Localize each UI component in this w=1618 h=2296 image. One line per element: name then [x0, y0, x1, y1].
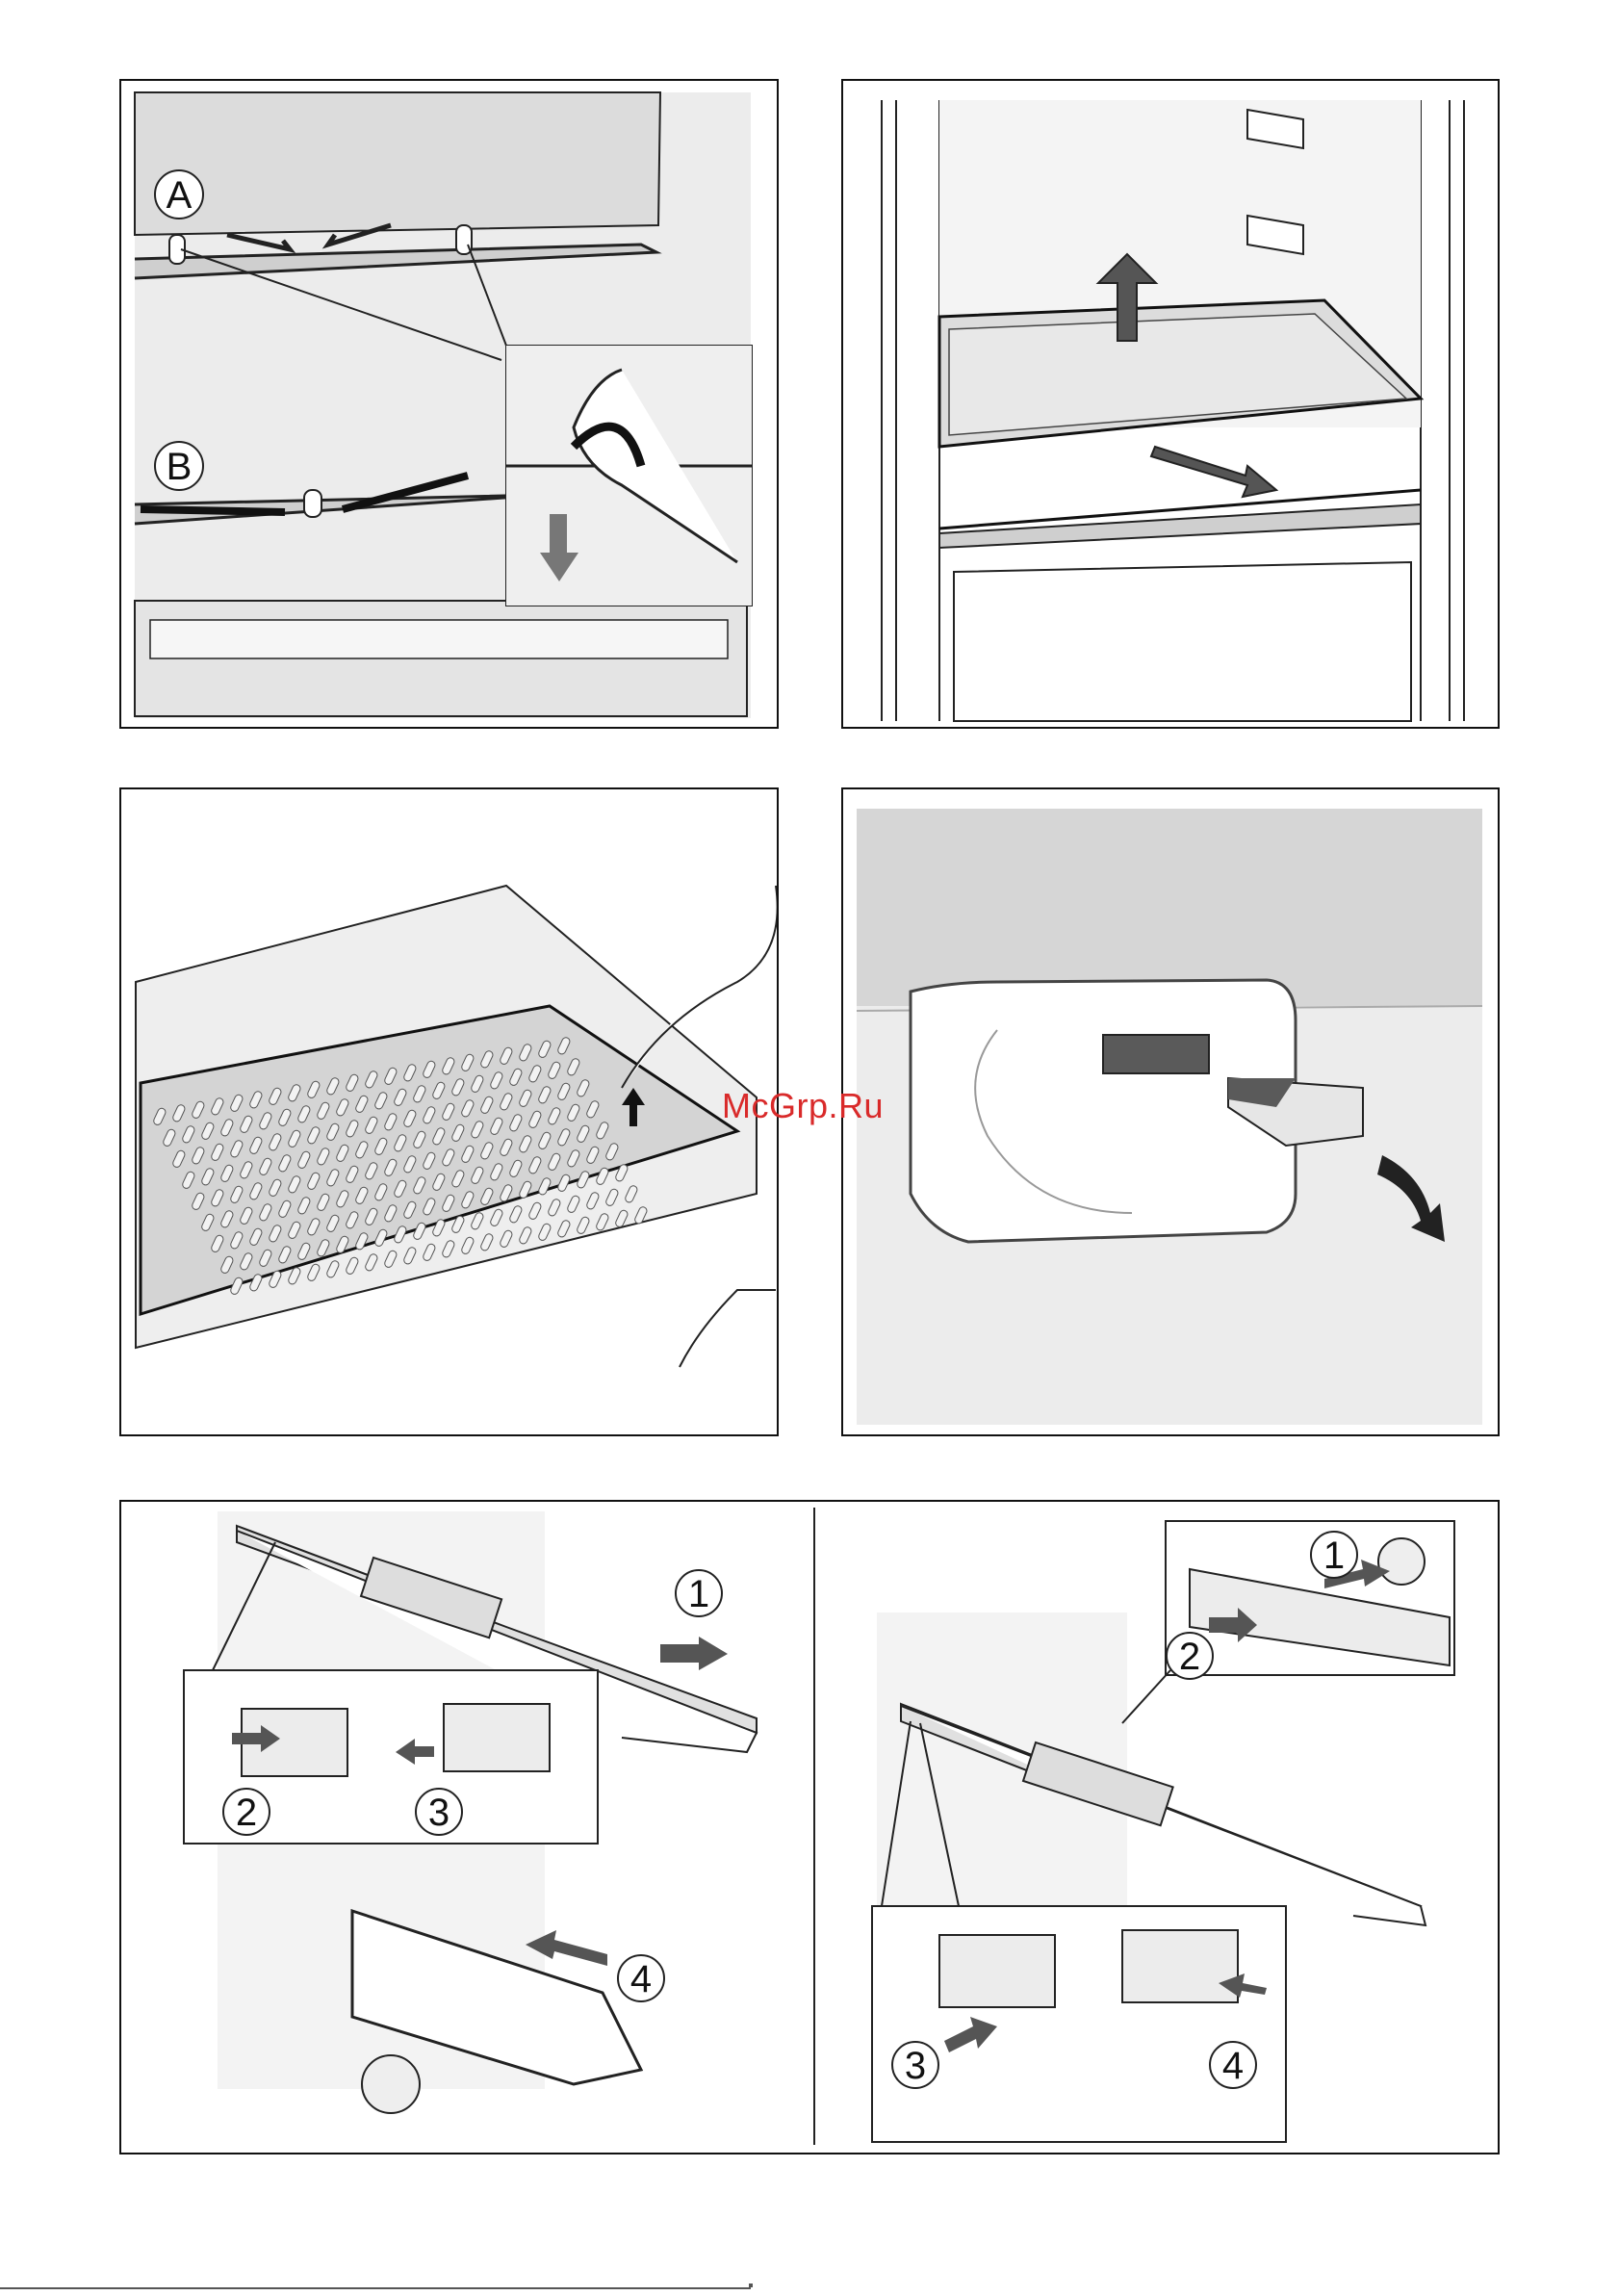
- step-1-marker: 1: [676, 1570, 722, 1616]
- step-4-marker: 4: [618, 1955, 664, 2001]
- step-4-marker: 4: [1210, 2042, 1256, 2088]
- label-slot: [1103, 1035, 1209, 1073]
- figure-grille-shelf: [119, 787, 779, 1436]
- hand-icon-lower: [680, 1290, 776, 1367]
- arrow-right-icon: [660, 1637, 728, 1670]
- step-2-marker: 2: [223, 1789, 270, 1835]
- right-step-3: 3: [905, 2045, 926, 2087]
- label-a-marker: A: [155, 170, 203, 219]
- right-step-1: 1: [1323, 1535, 1345, 1577]
- label-a: A: [167, 174, 193, 217]
- left-step-4: 4: [630, 1958, 652, 2000]
- figure-chiller-flap: [841, 787, 1500, 1436]
- step-1-marker: 1: [1311, 1532, 1357, 1578]
- left-step-3: 3: [428, 1792, 449, 1834]
- label-b: B: [167, 446, 193, 488]
- footer-dot: [749, 2283, 753, 2287]
- step-3-marker: 3: [416, 1789, 462, 1835]
- figure-rail-adjustment: 1 2 3 4: [119, 1500, 1500, 2154]
- arrow-out-icon: [1151, 447, 1276, 497]
- left-step-1: 1: [688, 1573, 709, 1615]
- right-step-2: 2: [1179, 1636, 1200, 1678]
- right-step-4: 4: [1222, 2045, 1244, 2087]
- footer-rule: [0, 2287, 751, 2289]
- watermark: McGrp.Ru: [722, 1086, 884, 1126]
- figure-drawer-removal: [841, 79, 1500, 729]
- step-2-marker: 2: [1167, 1633, 1213, 1679]
- step-3-marker: 3: [892, 2042, 938, 2088]
- left-step-2: 2: [236, 1792, 257, 1834]
- label-b-marker: B: [155, 442, 203, 490]
- figure-shelf-pins: A B: [119, 79, 779, 729]
